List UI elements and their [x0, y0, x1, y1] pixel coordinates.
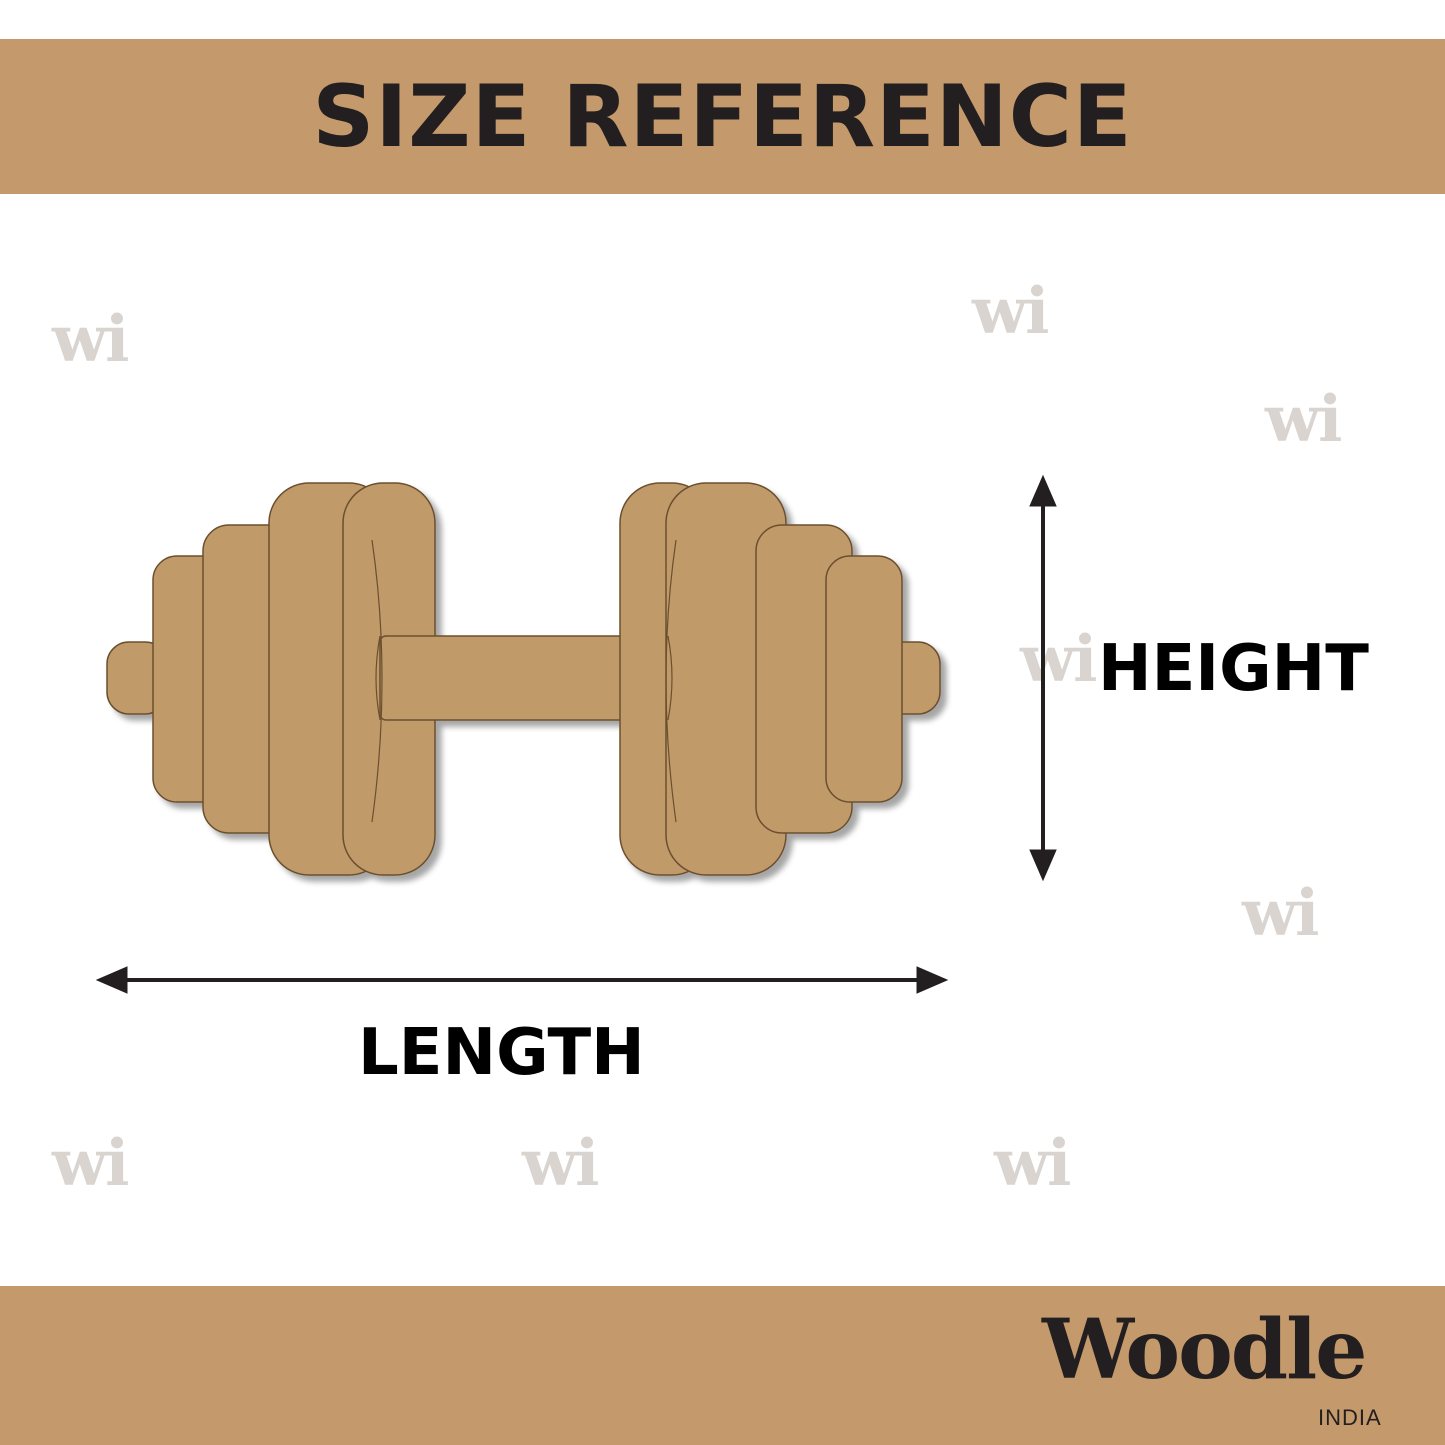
brand-subtitle: INDIA	[1318, 1405, 1382, 1430]
top-banner: SIZE REFERENCE	[0, 39, 1445, 194]
watermark-logo: wi	[52, 302, 129, 377]
height-arrow	[1029, 474, 1057, 882]
brand-logo: Woodle	[1042, 1302, 1367, 1398]
watermark-logo: wi	[994, 1126, 1071, 1201]
length-arrow	[95, 966, 949, 994]
watermark-logo: wi	[972, 274, 1049, 349]
length-label: LENGTH	[358, 1016, 645, 1090]
watermark-logo: wi	[1265, 382, 1342, 457]
bottom-banner	[0, 1286, 1445, 1445]
watermark-logo: wi	[522, 1126, 599, 1201]
page-title: SIZE REFERENCE	[312, 66, 1133, 167]
watermark-logo: wi	[52, 1126, 129, 1201]
watermark-logo: wi	[1242, 876, 1319, 951]
dumbbell-icon	[106, 482, 941, 876]
watermark-logo: wi	[1020, 622, 1097, 697]
height-label: HEIGHT	[1098, 632, 1369, 706]
